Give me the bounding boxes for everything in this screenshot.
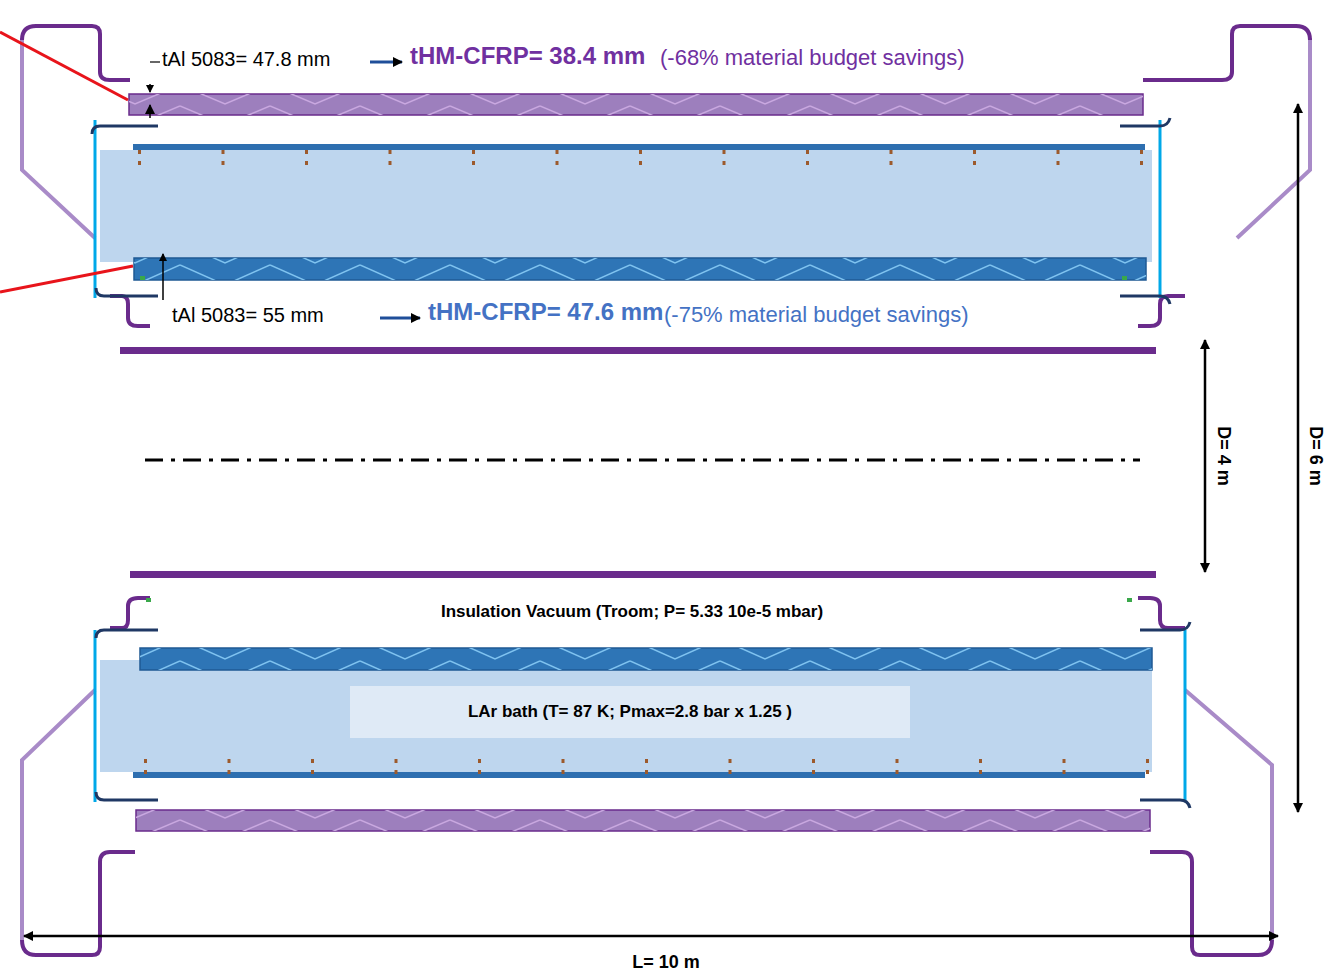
stud-mark xyxy=(806,150,809,154)
stud-mark xyxy=(228,770,231,774)
stud-mark xyxy=(222,150,225,154)
stud-mark xyxy=(723,161,726,165)
stud-mark xyxy=(305,150,308,154)
stud-mark xyxy=(1140,150,1143,154)
stud-mark xyxy=(138,161,141,165)
stud-mark xyxy=(806,161,809,165)
stud-mark xyxy=(723,150,726,154)
stud-mark xyxy=(896,759,899,763)
stud-mark xyxy=(311,759,314,763)
region-box: LAr bath (T= 87 K; Pmax=2.8 bar x 1.25 ) xyxy=(350,686,910,738)
stud-mark xyxy=(562,770,565,774)
thickness-note: (-75% material budget savings) xyxy=(664,302,968,327)
stud-mark xyxy=(228,759,231,763)
stud-mark xyxy=(472,161,475,165)
stud-mark xyxy=(472,150,475,154)
stud-mark xyxy=(389,161,392,165)
stud-mark xyxy=(395,759,398,763)
stud-mark xyxy=(562,759,565,763)
dimension-label: D= 4 m xyxy=(1214,423,1235,489)
stud-mark xyxy=(979,770,982,774)
thickness-note: tHM-CFRP= 47.6 mm xyxy=(428,298,663,326)
region-label: LAr bath (T= 87 K; Pmax=2.8 bar x 1.25 ) xyxy=(468,702,792,722)
stud-mark xyxy=(144,770,147,774)
stud-mark xyxy=(1146,759,1149,763)
stud-mark xyxy=(478,770,481,774)
stud-mark xyxy=(1146,770,1149,774)
stud-mark xyxy=(890,150,893,154)
stud-mark xyxy=(645,759,648,763)
thickness-note: tAl 5083= 47.8 mm xyxy=(162,48,330,71)
thickness-note: tHM-CFRP= 38.4 mm xyxy=(410,42,645,70)
stud-mark xyxy=(729,759,732,763)
stud-mark xyxy=(979,759,982,763)
stud-mark xyxy=(812,770,815,774)
stud-mark xyxy=(973,150,976,154)
stud-mark xyxy=(639,161,642,165)
stud-mark xyxy=(311,770,314,774)
stud-mark xyxy=(478,759,481,763)
stud-mark xyxy=(639,150,642,154)
stud-mark xyxy=(305,161,308,165)
dimension-label: L= 10 m xyxy=(629,952,703,973)
thickness-note: (-68% material budget savings) xyxy=(660,45,964,70)
stud-mark xyxy=(556,161,559,165)
stud-mark xyxy=(896,770,899,774)
stud-mark xyxy=(389,150,392,154)
dimension-label: D= 6 m xyxy=(1306,423,1327,489)
stud-mark xyxy=(395,770,398,774)
stud-mark xyxy=(973,161,976,165)
stud-mark xyxy=(890,161,893,165)
stud-mark xyxy=(729,770,732,774)
stud-mark xyxy=(144,759,147,763)
stud-mark xyxy=(222,161,225,165)
stud-mark xyxy=(556,150,559,154)
stud-mark xyxy=(1063,759,1066,763)
thickness-note: tAl 5083= 55 mm xyxy=(172,304,324,327)
stud-mark xyxy=(1063,770,1066,774)
stud-mark xyxy=(645,770,648,774)
stud-mark xyxy=(812,759,815,763)
stud-mark xyxy=(1057,161,1060,165)
stud-mark xyxy=(1057,150,1060,154)
stud-mark xyxy=(1140,161,1143,165)
stud-mark xyxy=(138,150,141,154)
region-label: Insulation Vacuum (Troom; P= 5.33 10e-5 … xyxy=(438,602,826,622)
